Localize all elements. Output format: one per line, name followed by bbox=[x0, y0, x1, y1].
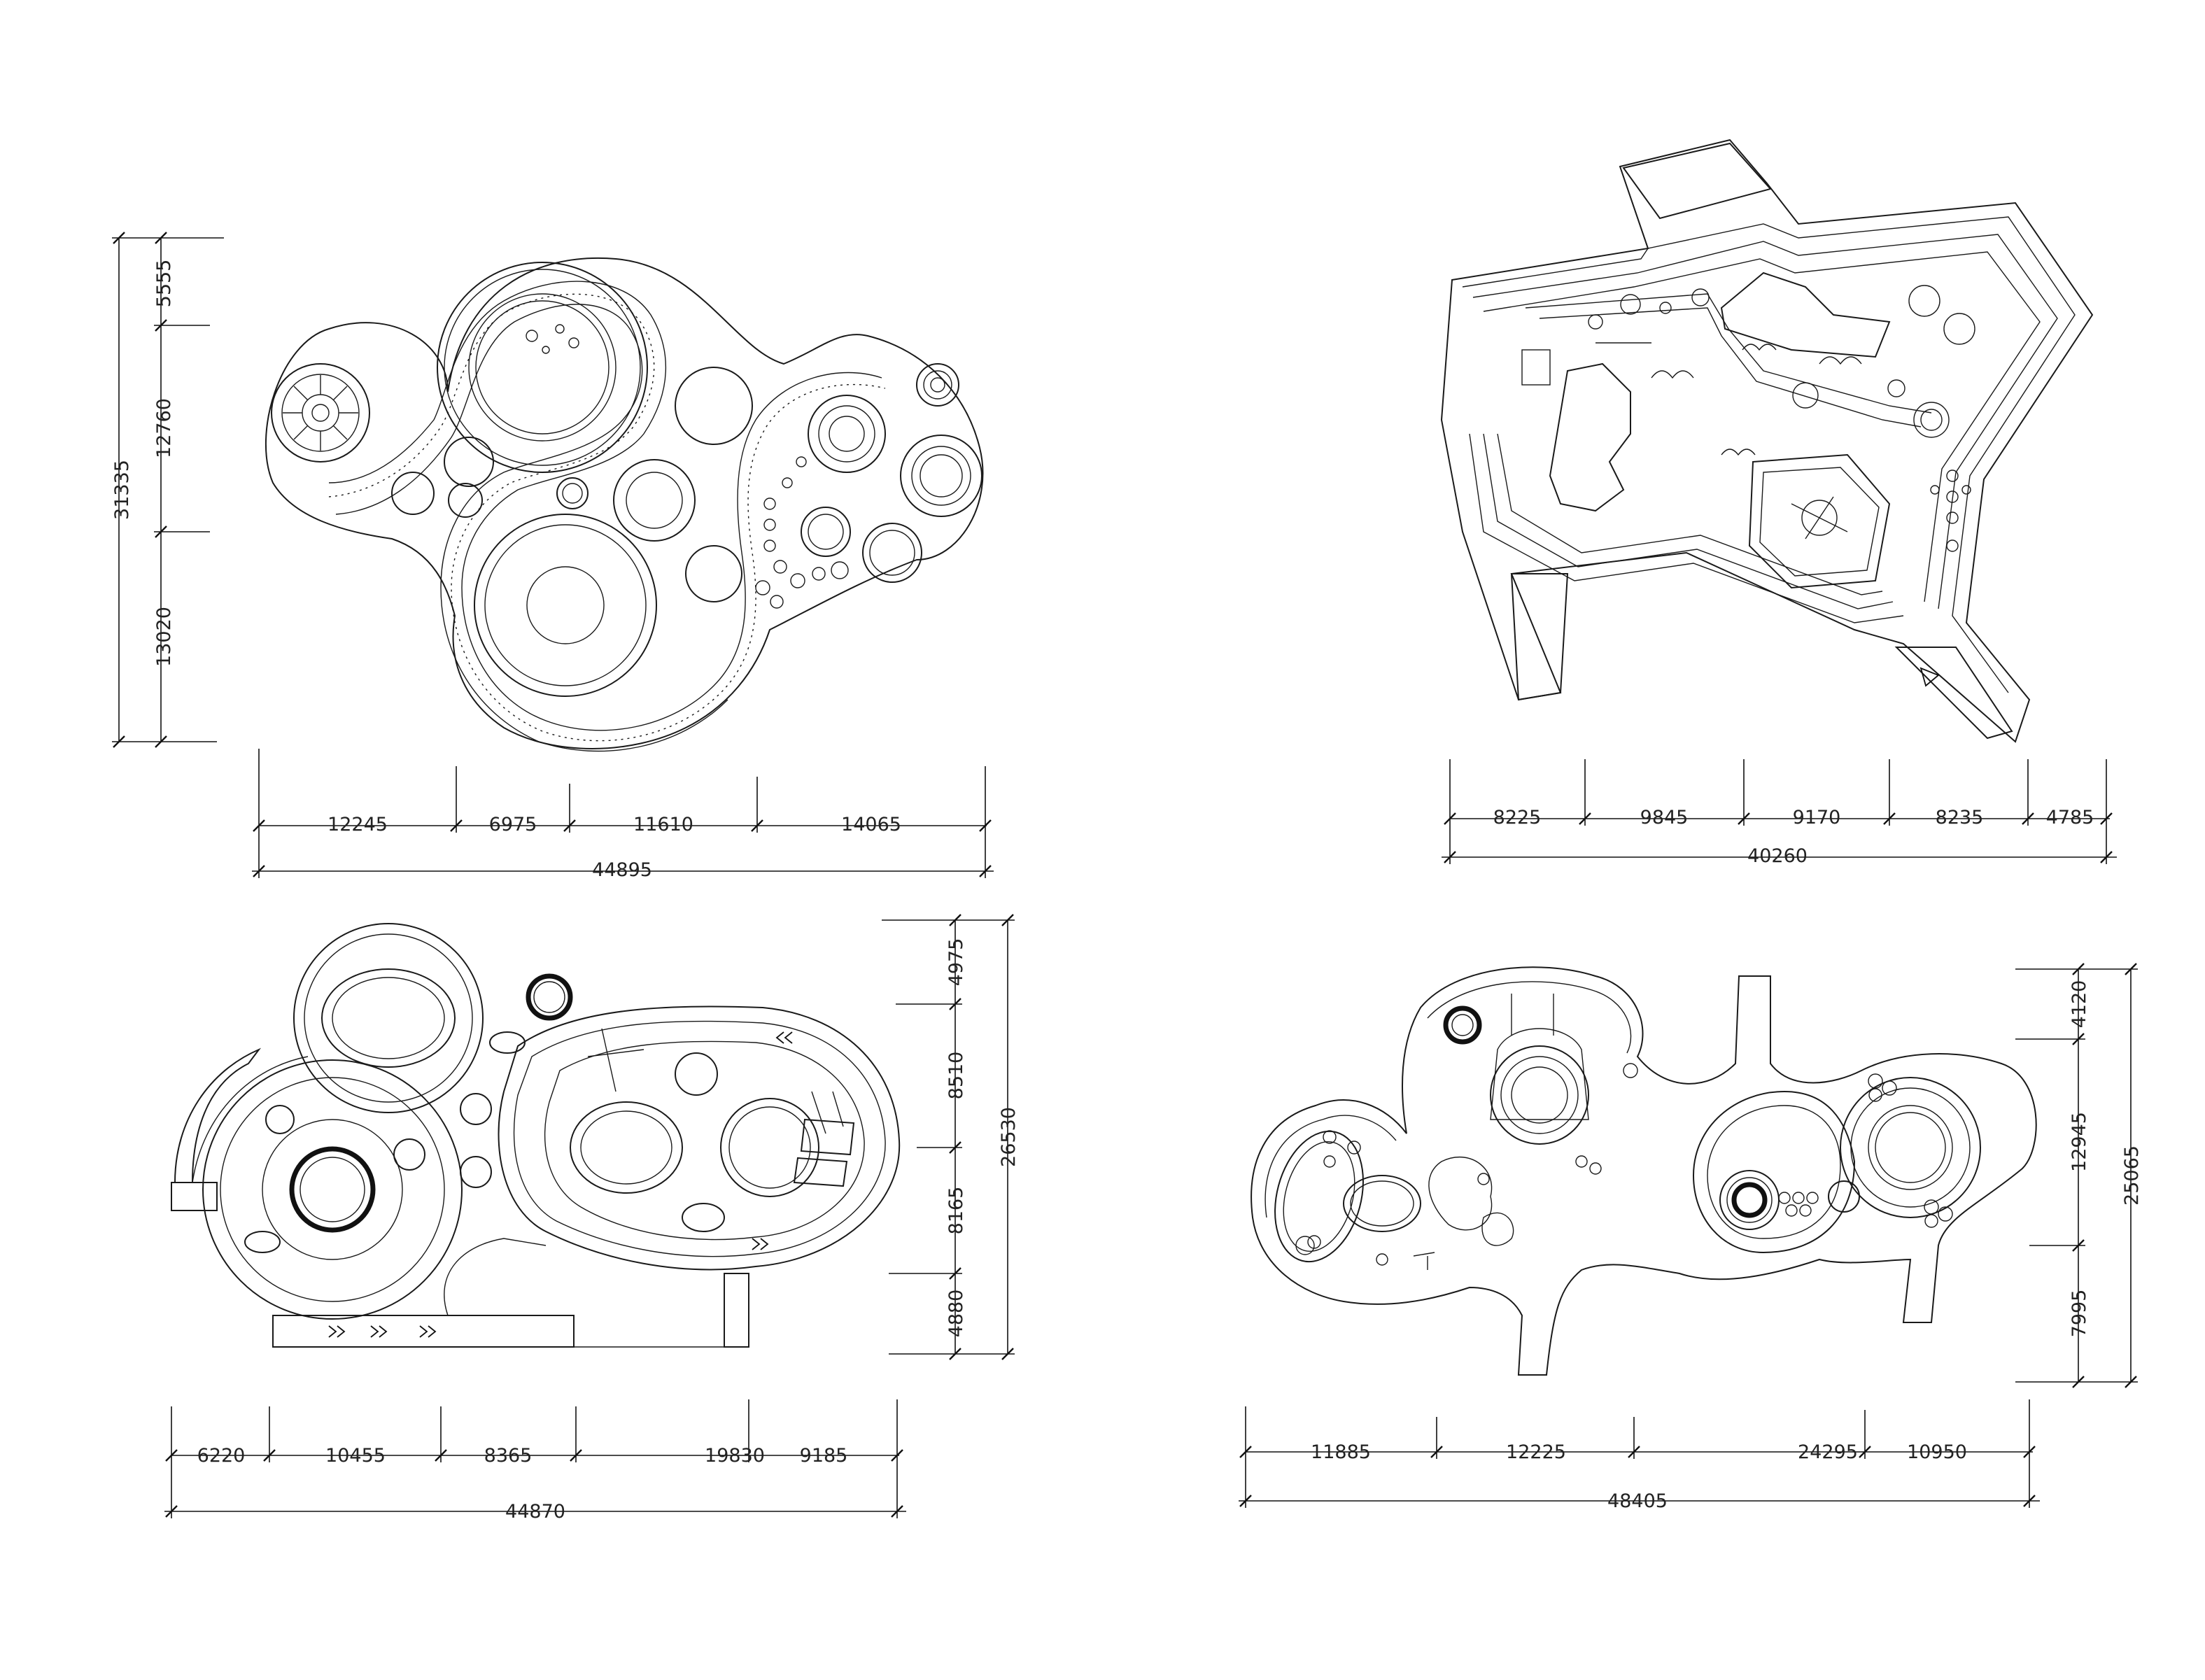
dim-label: 12245 bbox=[327, 814, 388, 835]
dim-total: 26530 bbox=[998, 1107, 1020, 1167]
dim-label: 5555 bbox=[153, 260, 175, 308]
dim-label: 6220 bbox=[197, 1445, 246, 1467]
vertical-dimensions: 4975 8510 8165 4880 26530 bbox=[882, 914, 1020, 1360]
plan-outline bbox=[1440, 139, 2094, 743]
dim-label: 7995 bbox=[2069, 1290, 2090, 1338]
dim-label: 4785 bbox=[2046, 807, 2094, 828]
plan-features bbox=[1521, 285, 1975, 552]
dim-label: 6975 bbox=[489, 814, 537, 835]
dim-label: 9185 bbox=[800, 1445, 848, 1467]
dim-label: 8165 bbox=[945, 1187, 967, 1235]
dim-label: 4975 bbox=[945, 938, 967, 987]
plan-bottom-right: 4120 12945 7995 25065 11885 12225 24295 … bbox=[1239, 963, 2143, 1512]
dim-total: 40260 bbox=[1747, 845, 1808, 867]
horizontal-dimensions: 11885 12225 24295 10950 48405 bbox=[1239, 1399, 2040, 1512]
plan-outline bbox=[1251, 966, 2037, 1376]
dim-label: 12945 bbox=[2069, 1112, 2090, 1172]
vertical-dimensions: 5555 12760 13020 31335 bbox=[111, 232, 224, 748]
dim-label: 12760 bbox=[153, 398, 175, 458]
dim-label: 19830 bbox=[705, 1445, 765, 1467]
dim-label: 13020 bbox=[153, 607, 175, 667]
dim-label: 4120 bbox=[2069, 980, 2090, 1029]
dim-label: 11610 bbox=[633, 814, 693, 835]
dim-label: 10950 bbox=[1907, 1441, 1967, 1463]
dim-label: 12225 bbox=[1506, 1441, 1566, 1463]
dim-label: 8365 bbox=[484, 1445, 533, 1467]
dim-label: 8235 bbox=[1936, 807, 1984, 828]
dim-label: 8510 bbox=[945, 1052, 967, 1100]
plan-top-right: 8225 9845 9170 8235 4785 40260 bbox=[1440, 139, 2117, 867]
vertical-dimensions: 4120 12945 7995 25065 bbox=[2015, 963, 2143, 1388]
dim-total: 31335 bbox=[111, 460, 133, 520]
dim-label: 4880 bbox=[945, 1290, 967, 1338]
dim-label: 11885 bbox=[1311, 1441, 1371, 1463]
plan-bottom-left: 4975 8510 8165 4880 26530 6220 10455 836… bbox=[164, 914, 1020, 1523]
plan-outline bbox=[171, 923, 901, 1348]
plan-circles bbox=[271, 262, 982, 697]
horizontal-dimensions: 12245 6975 11610 14065 44895 bbox=[252, 749, 994, 881]
dim-total: 44870 bbox=[505, 1501, 565, 1523]
dim-label: 14065 bbox=[841, 814, 901, 835]
plan-top-left: 5555 12760 13020 31335 12245 6975 11610 … bbox=[111, 232, 994, 881]
dim-label: 8225 bbox=[1493, 807, 1542, 828]
plan-outline bbox=[265, 257, 984, 752]
dim-total: 48405 bbox=[1607, 1490, 1668, 1512]
dim-label: 10455 bbox=[325, 1445, 386, 1467]
dim-label: 9170 bbox=[1793, 807, 1841, 828]
horizontal-dimensions: 8225 9845 9170 8235 4785 40260 bbox=[1442, 759, 2117, 867]
dim-total: 25065 bbox=[2121, 1145, 2143, 1206]
dim-label: 24295 bbox=[1798, 1441, 1858, 1463]
dim-label: 9845 bbox=[1640, 807, 1689, 828]
horizontal-dimensions: 6220 10455 8365 19830 9185 44870 bbox=[164, 1399, 906, 1523]
dim-total: 44895 bbox=[592, 859, 652, 881]
